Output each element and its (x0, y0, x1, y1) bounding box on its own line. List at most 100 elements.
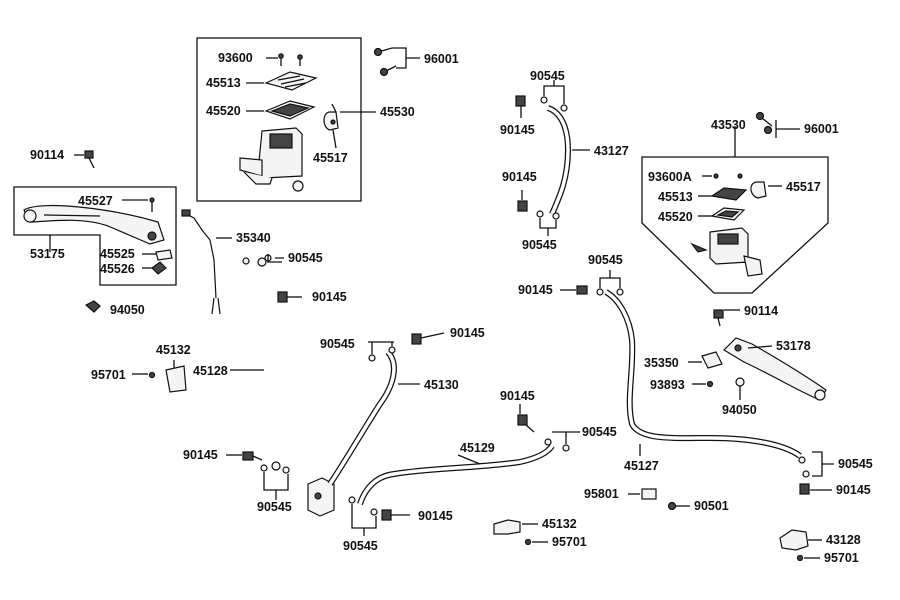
part-label-93893: 93893 (650, 378, 685, 392)
spring-45525-icon (142, 249, 173, 261)
cap-45513-right-icon (698, 187, 748, 201)
part-label-45517-b: 45517 (786, 180, 821, 194)
part-label-90145-h: 90145 (518, 283, 553, 297)
bolt-90145-d-icon (381, 509, 410, 521)
clamp-45132-left-icon (165, 360, 187, 393)
part-label-93600A: 93600A (648, 170, 692, 184)
part-label-43530: 43530 (711, 118, 746, 132)
part-label-45520: 45520 (206, 104, 241, 118)
bolt-90145-b-icon (226, 451, 263, 461)
part-label-95701-b: 95701 (552, 535, 587, 549)
part-label-96001-b: 96001 (804, 122, 839, 136)
pin-45527-icon (122, 197, 155, 212)
reservoir-cap-45513-icon (246, 71, 318, 91)
part-label-45527: 45527 (78, 194, 113, 208)
part-label-90145-i: 90145 (836, 483, 871, 497)
part-label-90545-b: 90545 (257, 500, 292, 514)
washer-90545-c-icon (368, 341, 396, 362)
nut-45526-icon (142, 261, 167, 275)
part-label-45127: 45127 (624, 459, 659, 473)
part-label-45513-b: 45513 (658, 190, 693, 204)
screw-93893-icon (692, 380, 714, 388)
part-label-94050-b: 94050 (722, 403, 757, 417)
hose-45130-icon (327, 350, 420, 486)
bolt-95801-icon (628, 488, 657, 500)
nut-94050-right-icon (735, 377, 745, 400)
part-label-90545-i: 90545 (838, 457, 873, 471)
screw-95701-left-icon (132, 371, 156, 379)
switch-cable-35340-icon (181, 209, 232, 315)
washer-90501-icon (667, 501, 690, 511)
part-label-90501: 90501 (694, 499, 729, 513)
part-label-35350: 35350 (644, 356, 679, 370)
part-label-45132: 45132 (156, 343, 191, 357)
part-label-90145-d: 90145 (418, 509, 453, 523)
part-label-43128: 43128 (826, 533, 861, 547)
bolt-90145-i-icon (799, 483, 832, 495)
master-cylinder-kit-frame-left (196, 37, 362, 202)
bolt-90145-c-icon (411, 332, 445, 345)
lever-53175-icon (23, 204, 165, 252)
part-label-95801: 95801 (584, 487, 619, 501)
part-label-90545: 90545 (288, 251, 323, 265)
washer-90545-e-icon (544, 431, 580, 452)
part-label-45128: 45128 (193, 364, 228, 378)
clamp-43128-icon (779, 529, 822, 551)
diaphragm-45520-icon (246, 100, 316, 120)
part-label-90545-d: 90545 (343, 539, 378, 553)
bolt-90145-a-icon (277, 291, 302, 303)
washer-90545-a-icon (242, 254, 284, 265)
part-label-90145-f: 90145 (500, 123, 535, 137)
part-label-90114: 90114 (30, 148, 65, 162)
part-label-94050: 94050 (110, 303, 145, 317)
part-label-90545-g: 90545 (522, 238, 557, 252)
part-label-90545-e: 90545 (582, 425, 617, 439)
lever-kit-frame (13, 186, 177, 286)
master-cylinder-kit-frame-right (641, 156, 829, 294)
part-label-45525: 45525 (100, 247, 135, 261)
part-label-95701-c: 95701 (824, 551, 859, 565)
diaphragm-45520-right-icon (698, 207, 746, 221)
hose-43127-icon (546, 105, 590, 216)
lever-53178-icon (723, 337, 827, 401)
master-cylinder-body-icon (239, 127, 304, 192)
screw-95701-center-icon (524, 538, 548, 546)
washer-90545-f-icon (540, 80, 568, 112)
part-label-90545-h: 90545 (588, 253, 623, 267)
part-label-43127: 43127 (594, 144, 629, 158)
washer-90545-d-icon (348, 496, 378, 536)
clamp-45517-right-icon (750, 181, 782, 199)
part-label-96001: 96001 (424, 52, 459, 66)
hose-45128-icon (230, 257, 281, 471)
bolt-90145-g-icon (517, 190, 528, 212)
part-label-90145: 90145 (312, 290, 347, 304)
bolt-96001-icon (373, 47, 420, 77)
washer-90545-i-icon (798, 451, 834, 478)
part-label-90145-c: 90145 (450, 326, 485, 340)
switch-35350-icon (688, 351, 723, 369)
nut-94050-left-icon (84, 300, 101, 313)
part-label-45526: 45526 (100, 262, 135, 276)
bolt-96001-right-icon (755, 111, 800, 138)
washer-90545-h-icon (596, 270, 624, 296)
part-label-45130: 45130 (424, 378, 459, 392)
part-label-90145-b: 90145 (183, 448, 218, 462)
part-label-90145-e: 90145 (500, 389, 535, 403)
hose-45127-icon (604, 289, 802, 459)
part-label-45530: 45530 (380, 105, 415, 119)
screw-93600A-icon (702, 173, 743, 179)
part-label-90114-b: 90114 (744, 304, 779, 318)
hose-45129-icon (357, 444, 555, 506)
part-label-90545-c: 90545 (320, 337, 355, 351)
part-label-35340: 35340 (236, 231, 271, 245)
left-master-cylinder-group (239, 53, 376, 192)
screw-95701-right-icon (796, 554, 820, 562)
part-label-93600: 93600 (218, 51, 253, 65)
part-label-90545-f: 90545 (530, 69, 565, 83)
part-label-45513: 45513 (206, 76, 241, 90)
part-label-45132-b: 45132 (542, 517, 577, 531)
part-label-53178: 53178 (776, 339, 811, 353)
bolt-90145-h-icon (560, 285, 588, 295)
caliper-block-icon (307, 477, 335, 517)
